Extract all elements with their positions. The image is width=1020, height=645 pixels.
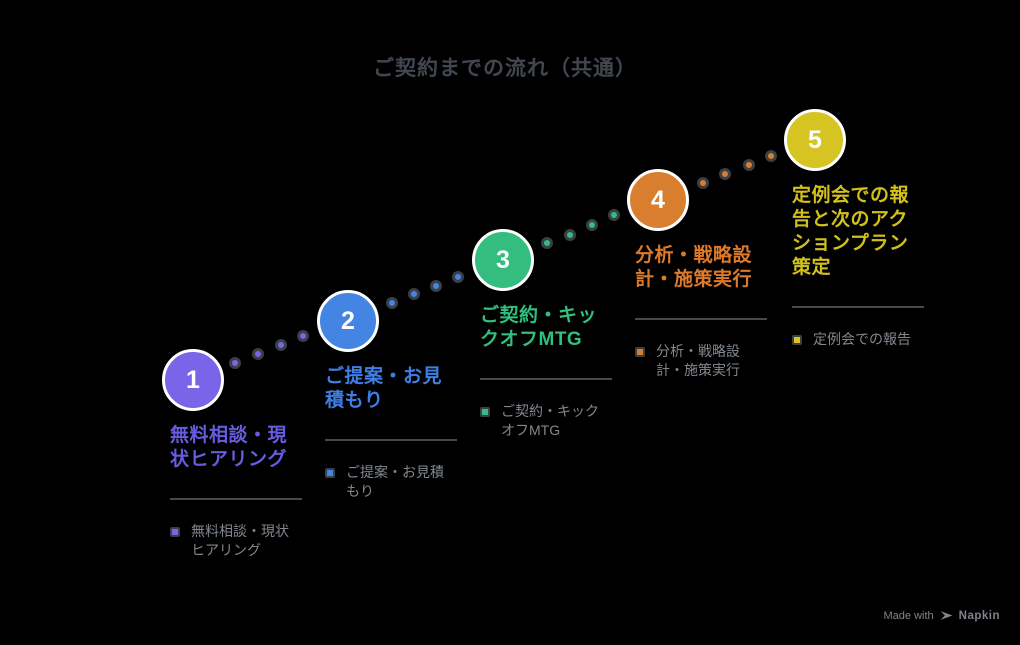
step-5-title: 定例会での報 告と次のアク ションプラン 策定 [792, 185, 910, 278]
step-5: 5 定例会での報 告と次のアク ションプラン 策定 定例会での報告 [784, 109, 936, 349]
connector-dot [608, 209, 620, 221]
watermark-made-with-text: Made with [883, 609, 934, 622]
step-2-number: 2 [341, 306, 355, 335]
step-4-divider [635, 318, 767, 320]
step-5-bullet-text: 定例会での報告 [813, 331, 911, 347]
step-3-number: 3 [496, 245, 510, 274]
connector-dot [564, 229, 576, 241]
connector-dot [697, 177, 709, 189]
step-4-bullet-text: 分析・戦略設 計・施策実行 [656, 343, 740, 378]
step-1-number-badge: 1 [162, 349, 224, 411]
diagram-title: ご契約までの流れ（共通） [373, 57, 637, 80]
step-2-number-badge: 2 [317, 290, 379, 352]
step-4-title: 分析・戦略設 計・施策実行 [635, 245, 753, 290]
step-5-divider [792, 306, 924, 308]
step-1-divider [170, 498, 302, 500]
step-2-title: ご提案・お見 積もり [325, 366, 443, 411]
watermark-brand-text: Napkin [958, 609, 1000, 622]
step-2-bullet-marker [325, 468, 335, 478]
step-3: 3 ご契約・キッ クオフMTG ご契約・キック オフMTG [472, 229, 624, 440]
step-2: 2 ご提案・お見 積もり ご提案・お見積 もり [317, 290, 469, 501]
step-4-number: 4 [651, 185, 665, 214]
step-4-bullet-marker [635, 347, 645, 357]
step-3-bullet-marker [480, 407, 490, 417]
watermark: Made with Napkin [884, 609, 1000, 622]
step-4: 4 分析・戦略設 計・施策実行 分析・戦略設 計・施策実行 [627, 169, 779, 380]
step-5-bullet-item: 定例会での報告 [792, 330, 936, 349]
connector-dot [297, 330, 309, 342]
step-1: 1 無料相談・現 状ヒアリング 無料相談・現状 ヒアリング [162, 349, 314, 560]
step-2-bullet-text: ご提案・お見積 もり [346, 464, 444, 499]
connector-dot [541, 237, 553, 249]
connector-dot [252, 348, 264, 360]
connector-dot [452, 271, 464, 283]
step-3-number-badge: 3 [472, 229, 534, 291]
step-3-divider [480, 378, 612, 380]
step-4-number-badge: 4 [627, 169, 689, 231]
step-1-number: 1 [186, 365, 200, 394]
connector-dot [408, 288, 420, 300]
step-3-bullet-item: ご契約・キック オフMTG [480, 402, 624, 440]
step-4-bullet-item: 分析・戦略設 計・施策実行 [635, 342, 779, 380]
step-5-number-badge: 5 [784, 109, 846, 171]
step-1-bullet-marker [170, 527, 180, 537]
connector-dot [719, 168, 731, 180]
connector-dot [586, 219, 598, 231]
step-2-bullet-item: ご提案・お見積 もり [325, 463, 469, 501]
connector-dot [229, 357, 241, 369]
step-2-divider [325, 439, 457, 441]
step-3-title: ご契約・キッ クオフMTG [480, 305, 598, 350]
step-5-number: 5 [808, 125, 822, 154]
connector-dot [275, 339, 287, 351]
connector-dot [743, 159, 755, 171]
napkin-logo-icon [940, 609, 953, 622]
connector-dot [765, 150, 777, 162]
step-3-bullet-text: ご契約・キック オフMTG [501, 403, 599, 438]
connector-dot [430, 280, 442, 292]
step-1-title: 無料相談・現 状ヒアリング [170, 425, 288, 470]
connector-dot [386, 297, 398, 309]
step-5-bullet-marker [792, 335, 802, 345]
step-1-bullet-text: 無料相談・現状 ヒアリング [191, 523, 289, 558]
step-1-bullet-item: 無料相談・現状 ヒアリング [170, 522, 314, 560]
